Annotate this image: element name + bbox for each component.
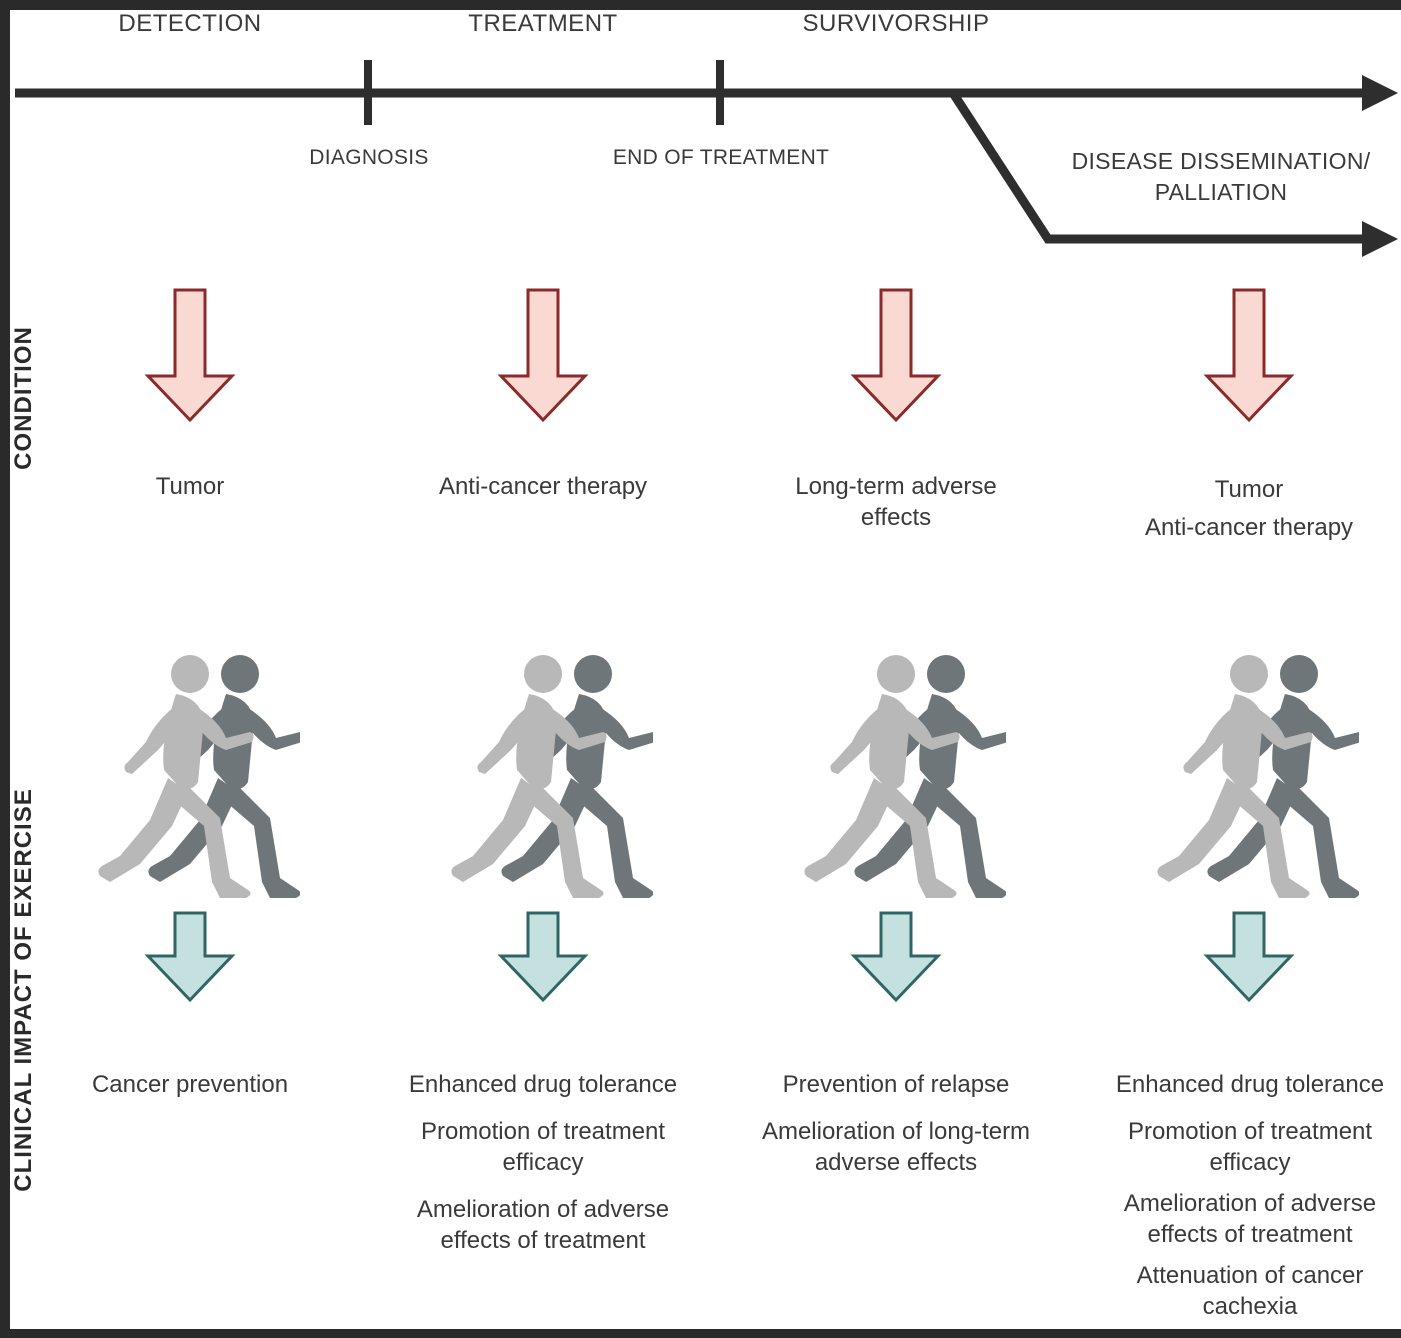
impact-column-4: Enhanced drug tolerance Promotion of tre…	[1099, 1069, 1401, 1338]
impact-arrow-1	[144, 911, 236, 1003]
condition-4-line-2: Anti-cancer therapy	[1144, 514, 1354, 541]
condition-3-line-1: Long-term adverse	[795, 473, 997, 500]
impact-arrow-4	[1203, 911, 1295, 1003]
impact-2-item-1: Enhanced drug tolerance	[408, 1071, 678, 1098]
condition-text-3: Long-term adverse effects	[795, 471, 996, 533]
runners-svg	[804, 655, 1010, 898]
runner-light-3	[804, 655, 960, 898]
dissemination-label: DISEASE DISSEMINATION/ PALLIATION	[1072, 146, 1371, 208]
condition-1-line-1: Tumor	[155, 473, 225, 500]
condition-3-line-2: effects	[860, 504, 932, 531]
phase-detection: DETECTION	[118, 10, 262, 37]
impact-arrow-2	[497, 911, 589, 1003]
milestone-diagnosis: DIAGNOSIS	[309, 146, 429, 169]
impact-arrow-3	[850, 911, 942, 1003]
dissemination-line-1: DISEASE DISSEMINATION/	[1071, 148, 1371, 174]
impact-column-3: Prevention of relapse Amelioration of lo…	[741, 1069, 1051, 1194]
impact-column-1: Cancer prevention	[40, 1069, 340, 1116]
impact-arrows	[144, 911, 1295, 1003]
condition-arrow-4	[1203, 288, 1295, 423]
runner-light-2	[451, 655, 607, 898]
runners-svg	[98, 655, 304, 898]
condition-arrow-2	[497, 288, 589, 423]
diagram-canvas: DETECTION TREATMENT SURVIVORSHIP DIAGNOS…	[10, 10, 1401, 1329]
phase-survivorship: SURVIVORSHIP	[802, 10, 990, 37]
dissemination-line-2: PALLIATION	[1154, 179, 1288, 205]
condition-text-2: Anti-cancer therapy	[439, 471, 647, 502]
phase-treatment: TREATMENT	[468, 10, 618, 37]
runners-illustration-3	[786, 642, 1010, 902]
impact-3-item-2: Amelioration of long-term adverse effect…	[761, 1118, 1031, 1176]
dissemination-branch-line	[949, 90, 1365, 244]
condition-2-line-1: Anti-cancer therapy	[438, 473, 648, 500]
condition-arrows	[144, 288, 1295, 423]
runners-illustration-2	[433, 642, 657, 902]
runners-svg	[1157, 655, 1363, 898]
condition-text-1: Tumor	[156, 471, 224, 502]
condition-arrow-1	[144, 288, 236, 423]
impact-4-item-3: Amelioration of adverse effects of treat…	[1123, 1190, 1377, 1248]
runner-light-4	[1157, 655, 1313, 898]
impact-2-item-2: Promotion of treatment efficacy	[420, 1118, 666, 1176]
impact-4-item-4: Attenuation of cancer cachexia	[1136, 1262, 1364, 1320]
condition-arrow-3	[850, 288, 942, 423]
runners-svg	[451, 655, 657, 898]
impact-3-item-1: Prevention of relapse	[782, 1071, 1010, 1098]
runners-illustration-1	[80, 642, 304, 902]
impact-4-item-2: Promotion of treatment efficacy	[1127, 1118, 1373, 1176]
impact-2-item-3: Amelioration of adverse effects of treat…	[416, 1196, 670, 1254]
condition-text-4: Tumor Anti-cancer therapy	[1145, 471, 1353, 547]
runner-light-1	[98, 655, 254, 898]
timeline-main-arrowhead	[1362, 75, 1398, 111]
condition-4-line-1: Tumor	[1214, 476, 1284, 503]
milestone-end-of-treatment: END OF TREATMENT	[612, 146, 830, 169]
timeline	[15, 60, 1398, 257]
dissemination-arrowhead	[1362, 221, 1398, 257]
impact-1-item-1: Cancer prevention	[91, 1071, 289, 1098]
runners-illustration-4	[1139, 642, 1363, 902]
impact-column-2: Enhanced drug tolerance Promotion of tre…	[388, 1069, 698, 1272]
impact-4-item-1: Enhanced drug tolerance	[1115, 1071, 1385, 1098]
